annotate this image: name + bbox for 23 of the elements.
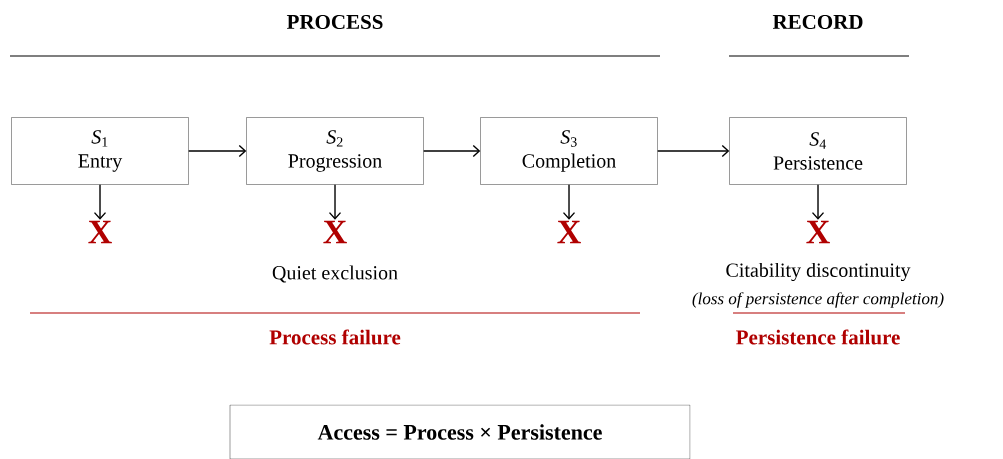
- formula-box: Access = Process × Persistence: [229, 404, 691, 459]
- heading: RECORD: [772, 14, 863, 30]
- arrow: [188, 144, 247, 158]
- arrow: [328, 184, 342, 220]
- process-box: S$_{3}$ Completion: [480, 117, 658, 185]
- process-box: S$_{4}$ Persistence: [729, 117, 907, 185]
- arrow: [93, 184, 107, 220]
- failure-mark: X: [557, 220, 581, 244]
- process-box: S$_{1}$ Entry: [11, 117, 189, 185]
- failure-label: Process failure: [269, 329, 401, 345]
- heading: PROCESS: [286, 14, 383, 30]
- failure-mark: X: [323, 220, 347, 244]
- annotation-text: Quiet exclusion: [272, 265, 398, 283]
- process-box: S$_{2}$ Progression: [246, 117, 424, 185]
- annotation-text: (loss of persistence after completion): [692, 292, 944, 308]
- annotation-text: Citability discontinuity: [726, 262, 911, 282]
- failure-mark: X: [88, 220, 112, 244]
- failure-label: Persistence failure: [736, 329, 900, 345]
- arrow: [811, 184, 825, 220]
- arrow: [562, 184, 576, 220]
- arrow: [423, 144, 481, 158]
- failure-mark: X: [806, 220, 830, 244]
- arrow: [657, 144, 730, 158]
